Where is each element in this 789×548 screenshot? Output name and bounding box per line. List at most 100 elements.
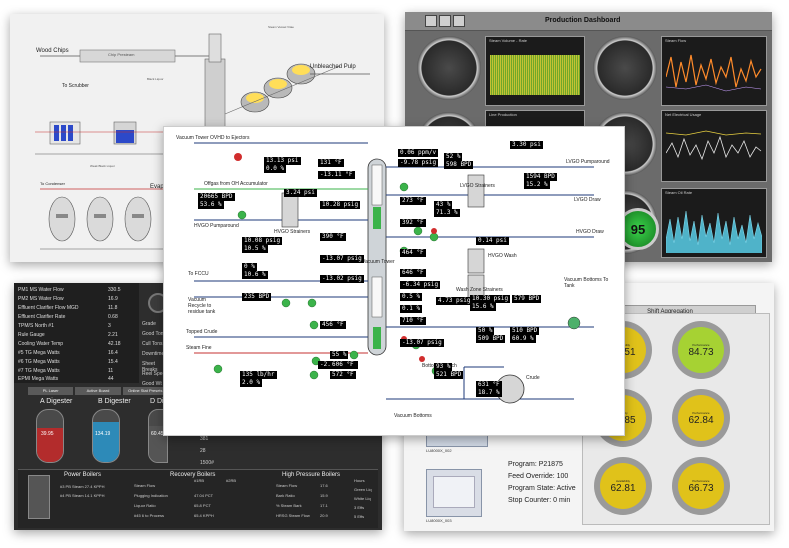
recovery-boilers-title: Recovery Boilers (170, 472, 216, 478)
value-box: -13.07 psig (320, 255, 364, 263)
electrical-usage-panel: Net Electrical Usage (661, 110, 767, 182)
chip-presteam-label: Chip Presteam (108, 52, 135, 57)
vacuum-recycle-label: Vacuum Recycle to residue tank (188, 297, 216, 315)
rb-label: Liquor Ratio (134, 503, 156, 508)
hp-value: 20.9 (320, 513, 328, 518)
digester-b-label: B Digester (98, 398, 131, 405)
hvgo-strainers-label: HVGO Strainers (274, 229, 311, 235)
value-box: 0.1 % (400, 305, 423, 313)
steam-oil-panel: Steam Oil Rate (661, 188, 767, 258)
home-icon[interactable] (425, 15, 437, 27)
stop-counter-text: Stop Counter: 0 min (508, 497, 571, 504)
machine-unit-1 (426, 435, 488, 447)
lvgo-strainers-label: LVGO Strainers (460, 183, 495, 189)
hp-value: 17.1 (320, 503, 328, 508)
wash-zone-strainers-label: Wash Zone Strainers (456, 287, 503, 293)
value-box: 10.28 psig (320, 201, 361, 209)
rb-label: Steam Flow (134, 483, 156, 488)
steam-flow-trend (666, 54, 762, 92)
steam-volume-panel: Steam Volume - Rate (485, 36, 585, 106)
pb-row: #3 PB Steam 27.4 KPPH (60, 484, 105, 489)
side-label: 3 Effs (354, 505, 365, 510)
value-box: 71.3 % (434, 209, 460, 217)
value-box: 1594 BPD (524, 173, 557, 181)
value-box: 598 BPD (444, 161, 474, 169)
lvgo-draw-label: LVGO Draw (574, 197, 601, 203)
value-box: 0.06 ppm/v (398, 149, 439, 157)
misc-value: 1500# (200, 460, 214, 466)
value-box: 0 % (242, 263, 257, 271)
value-box: 93 % (434, 363, 453, 371)
value-box: 273 °F (400, 197, 426, 205)
value-box: 0.5 % (400, 293, 423, 301)
hp-label: Bark Ratio (276, 493, 295, 498)
offgas-label: Offgas from OH Accumulator (204, 181, 268, 187)
to-fccu-label: To FCCU (188, 271, 209, 277)
digester-a-label: A Digester (40, 398, 73, 405)
value-box: 390 °F (320, 233, 346, 241)
steam-flow-gauge (593, 36, 657, 100)
back-icon[interactable] (439, 15, 451, 27)
side-label: Hours (354, 478, 365, 483)
tab-pl-laser[interactable]: PL Laser (28, 387, 74, 395)
digester-b-value: 134.19 (95, 431, 111, 437)
value-box: 3.24 psi (284, 189, 317, 197)
to-condenser-label: To Condenser (40, 181, 65, 186)
value-box: -13.11 °F (318, 171, 355, 179)
misc-value: 381 (200, 436, 209, 442)
unit-label: LU8000X_003 (426, 518, 452, 523)
value-box: 20665 BPD (198, 193, 235, 201)
tab-online-stat[interactable]: Online Stat Presets (122, 387, 168, 395)
hvgo-pumparound-label: HVGO Pumparound (194, 223, 239, 229)
value-box: 456 °F (320, 321, 346, 329)
value-box: 10.30 psig (470, 295, 511, 303)
rb-label: Plugging Indication (134, 493, 168, 498)
rb-col-label: #2RB (226, 478, 237, 483)
value-box: 43 % (434, 201, 453, 209)
value-box: 0.14 psi (476, 237, 509, 245)
panel-title: Steam Oil Rate (665, 190, 693, 195)
vacuum-bottoms-label: Vacuum Bottoms (394, 413, 432, 419)
value-box: 15.6 % (470, 303, 496, 311)
panel-title: Line Production (489, 112, 517, 117)
value-box: 10.5 % (242, 245, 268, 253)
value-box: 131 °F (318, 159, 344, 167)
hp-label: HRSG Steam Flow (276, 513, 310, 518)
program-state-text: Program State: Active (508, 485, 576, 492)
steam-vessel-label: Steam Vessel Vitae (268, 25, 294, 29)
value-box: 3.30 psi (510, 141, 543, 149)
performance-value: 95 (630, 221, 646, 237)
power-boiler-icon (28, 475, 50, 519)
stat-label: Downtime (142, 351, 165, 357)
forward-icon[interactable] (453, 15, 465, 27)
mill-tab-bar: PL Laser Active Board Online Stat Preset… (28, 387, 168, 395)
unit-label: LU8000X_002 (426, 448, 452, 453)
wood-chips-label: Wood Chips (36, 48, 69, 54)
tab-active-board[interactable]: Active Board (75, 387, 121, 395)
dashboard-title: Production Dashboard (545, 17, 621, 24)
value-box: 2.0 % (240, 379, 263, 387)
hvgo-wash-label: HVGO Wash (488, 253, 517, 259)
stat-label: Good Wt (142, 381, 162, 387)
value-box: -13.07 psig (400, 339, 444, 347)
value-box: 464 °F (400, 249, 426, 257)
boilers-section (18, 469, 378, 528)
vacuum-tower-schematic: Vacuum Tower OVHD to Ejectors Offgas fro… (163, 126, 625, 436)
vacuum-bottoms-tank-label: Vacuum Bottoms To Tank (564, 277, 609, 289)
steam-flow-panel: Steam Flow (661, 36, 767, 106)
evaporator-label: Evapo (150, 184, 168, 190)
hp-value: 17.6 (320, 483, 328, 488)
value-box: 392 °F (400, 219, 426, 227)
